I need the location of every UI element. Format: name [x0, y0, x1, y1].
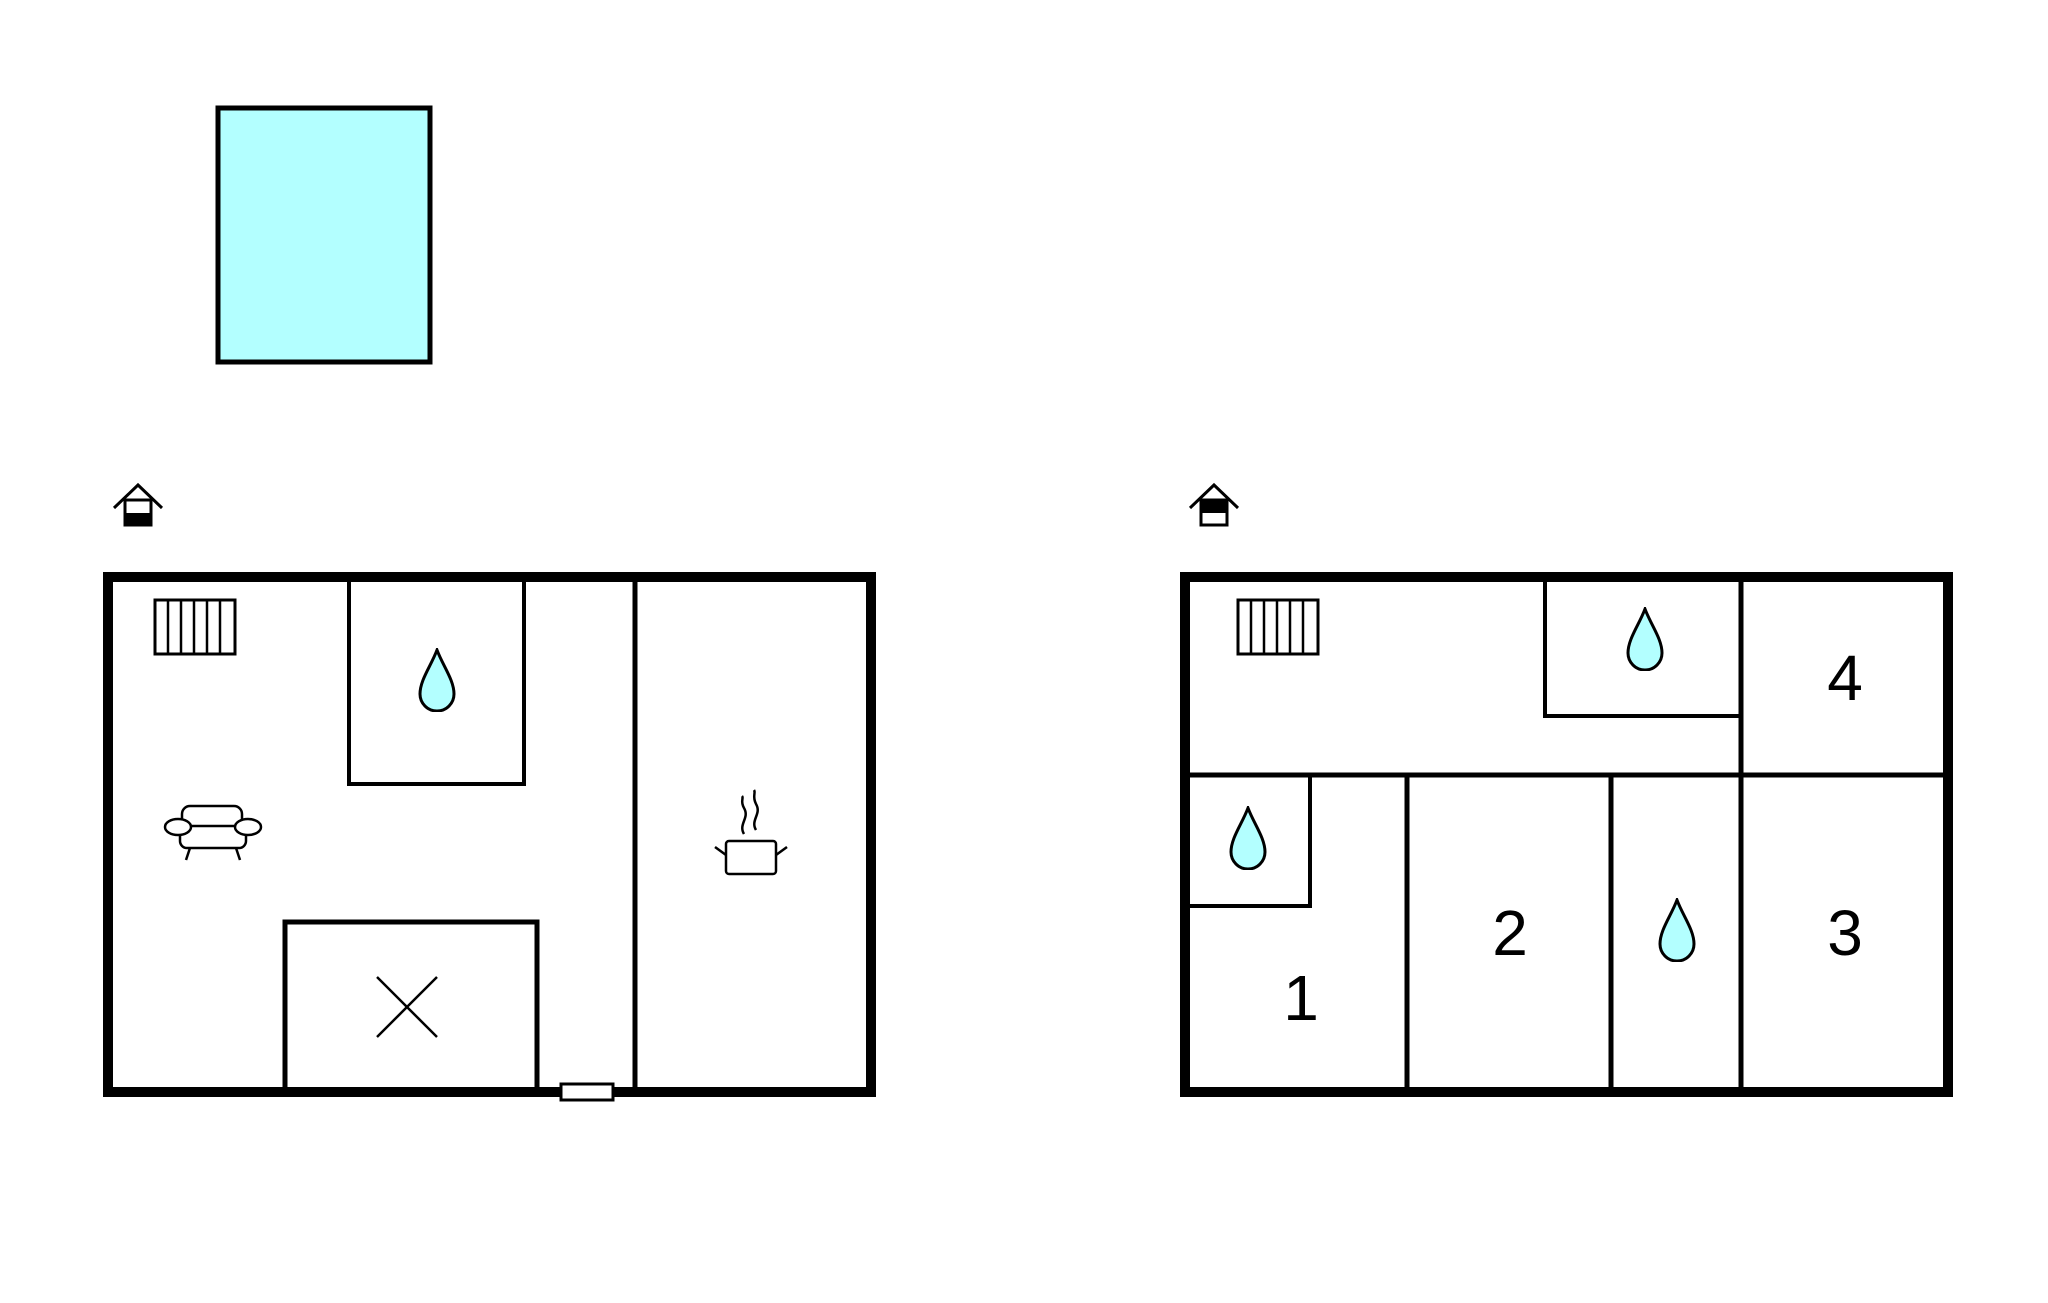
upper-small-bathroom-wall — [1185, 775, 1312, 908]
room-number-3: 3 — [1827, 897, 1863, 969]
room-number-4: 4 — [1827, 642, 1863, 714]
ground-floor-plan — [103, 572, 876, 1102]
ground-bathroom-wall — [347, 577, 526, 786]
upper-floor-outer-wall — [1180, 572, 1953, 1097]
upper-top-bathroom-wall — [1543, 577, 1741, 718]
radiator-icon — [1236, 598, 1320, 656]
upper-floor-plan: 1 2 3 4 — [1180, 572, 1953, 1097]
pool-icon — [215, 105, 433, 365]
door-icon — [559, 1082, 615, 1102]
cooking-pot-icon — [714, 789, 788, 876]
house-upper-floor-icon — [1188, 482, 1240, 527]
ground-storage-wall — [282, 919, 540, 1092]
house-ground-floor-icon — [112, 482, 164, 527]
cross-icon — [376, 976, 438, 1038]
radiator-icon — [153, 598, 237, 656]
sofa-icon — [163, 804, 263, 861]
room-number-2: 2 — [1492, 897, 1528, 969]
room-number-1: 1 — [1283, 962, 1319, 1034]
